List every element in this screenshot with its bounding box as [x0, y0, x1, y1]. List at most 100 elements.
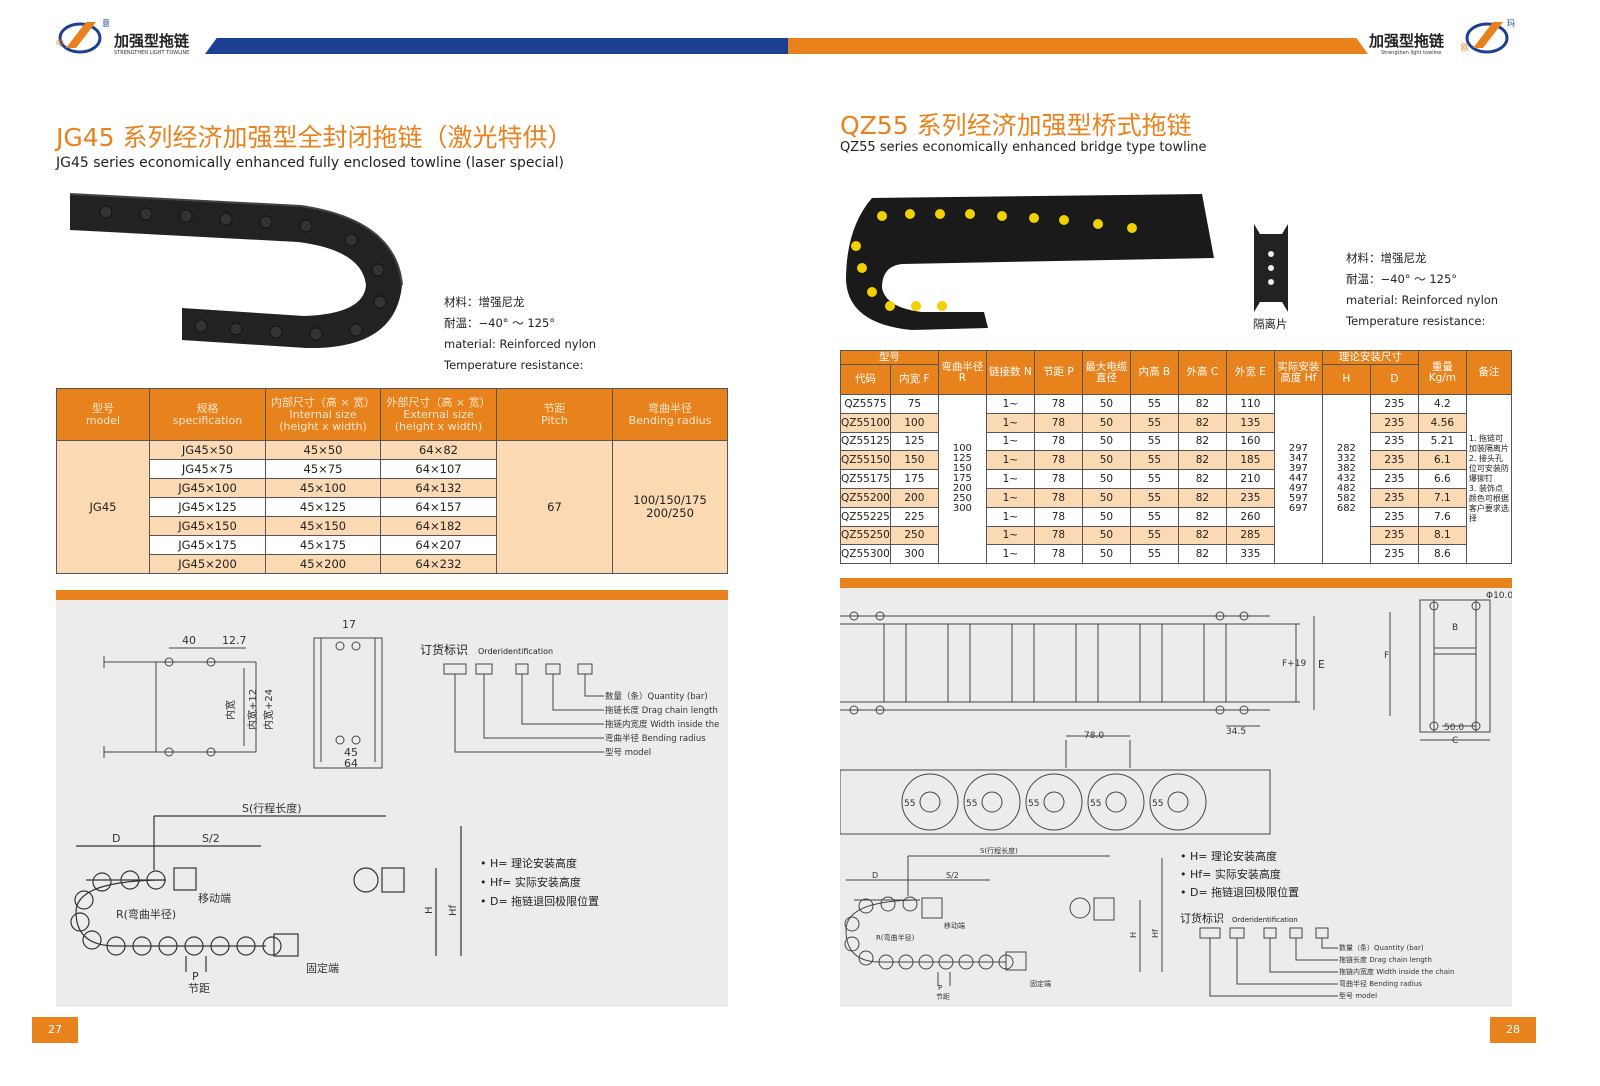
table-cell: 55: [1129, 469, 1179, 489]
left-page-number: 27: [32, 1017, 78, 1043]
th-outer-width: 外宽 E: [1225, 350, 1275, 395]
motion-pitch: 节距: [936, 993, 950, 1001]
table-cell: 50: [1081, 412, 1131, 433]
th-cable: 最大电缆直径: [1081, 350, 1131, 395]
table-cell: QZ55200: [840, 487, 891, 508]
th-pitch: 节距 P: [1033, 350, 1083, 395]
motion-fixed-end: 固定端: [306, 961, 339, 975]
order-line: 弯曲半径 Bending radius: [605, 733, 706, 744]
table-cell: 250: [889, 525, 939, 546]
logo-subtext: STRENGTHEN LIGHT TOWLINE: [114, 50, 190, 56]
table-cell: 55: [1129, 525, 1179, 546]
table-cell: 200: [889, 487, 939, 508]
table-cell: 64×182: [380, 516, 497, 536]
dim-40: 40: [182, 634, 196, 647]
left-section-bar: [56, 590, 728, 600]
header-blue-bar: [205, 38, 790, 54]
table-cell: 45×175: [265, 535, 381, 555]
table-cell: QZ55300: [840, 544, 891, 565]
table-cell: 1~: [985, 469, 1035, 489]
dim-f19: F+19: [1282, 659, 1306, 669]
qz55-spec-table: 型号 弯曲半径 R 链接数 N 节距 P 最大电缆直径 内高 B 外高 C 外宽…: [840, 350, 1513, 565]
order-title-en: Orderidentification: [478, 647, 553, 656]
order-line: 数量（条）Quantity (bar): [1339, 943, 1424, 952]
table-cell: 235: [1369, 469, 1419, 489]
table-cell: 7.1: [1417, 487, 1467, 508]
table-cell: 45×150: [265, 516, 381, 536]
table-cell: 110: [1225, 394, 1275, 414]
jg45-spec-table: 型号 model 规格 specification 内部尺寸（高 × 宽） In…: [56, 388, 728, 574]
order-title-en: Orderidentification: [1232, 916, 1298, 924]
separator-label: 隔离片: [1253, 317, 1288, 331]
table-cell: 185: [1225, 450, 1275, 471]
table-cell: 150: [889, 450, 939, 471]
table-cell: 260: [1225, 506, 1275, 527]
temp-en: Temperature resistance:: [1346, 314, 1486, 328]
note-line: • D= 拖链退回极限位置: [1180, 885, 1299, 899]
table-cell: 45×50: [265, 440, 381, 460]
table-cell: 235: [1369, 544, 1419, 565]
table-cell: 235: [1369, 450, 1419, 471]
temp-en: Temperature resistance:: [444, 358, 584, 372]
th-model-group: 型号: [840, 350, 939, 365]
dim-e: E: [1318, 658, 1325, 671]
table-cell: QZ55125: [840, 431, 891, 452]
motion-moving-end: 移动端: [198, 892, 231, 905]
table-cell: 1~: [985, 450, 1035, 471]
note-line: • H= 理论安装高度: [480, 856, 577, 870]
table-cell: 1~: [985, 394, 1035, 414]
table-cell: 78: [1033, 431, 1083, 452]
qz55-chain-photo: [846, 194, 1214, 330]
table-cell: JG45×50: [149, 440, 266, 460]
cell-radius: 100/150/175 200/250: [612, 440, 728, 574]
table-cell: 64×82: [380, 440, 497, 460]
motion-hf: Hf: [1151, 929, 1160, 938]
order-title: 订货标识: [420, 642, 468, 657]
link-label: 55: [966, 799, 977, 809]
motion-h: H: [424, 906, 435, 914]
table-cell: 78: [1033, 412, 1083, 433]
th-external: 外部尺寸（高 × 宽） External size (height x widt…: [380, 388, 497, 441]
dim-inner-width: 内宽: [224, 700, 237, 720]
table-cell: 78: [1033, 544, 1083, 565]
table-cell: 55: [1129, 412, 1179, 433]
table-cell: 1~: [985, 412, 1035, 433]
table-cell: 78: [1033, 525, 1083, 546]
th-links: 链接数 N: [985, 350, 1035, 395]
table-cell: 225: [889, 506, 939, 527]
table-cell: 82: [1177, 450, 1227, 471]
temp-cn: 耐温：−40° ～ 125°: [444, 316, 556, 330]
left-page-title: JG45 系列经济加强型全封闭拖链（激光特供）: [56, 123, 573, 152]
logo-char-2: 玛: [1507, 19, 1515, 28]
th-d: D: [1369, 364, 1419, 395]
table-cell: 82: [1177, 487, 1227, 508]
logo-char-1: 欧: [1461, 43, 1469, 52]
cell-model: JG45: [56, 440, 150, 574]
table-cell: 64×157: [380, 497, 497, 517]
th-theory-group: 理论安装尺寸: [1321, 350, 1419, 365]
table-cell: 50: [1081, 450, 1131, 471]
brand-logo-icon: [58, 22, 102, 54]
table-cell: QZ55225: [840, 506, 891, 527]
dim-34-5: 34.5: [1226, 727, 1246, 737]
th-model: 型号 model: [56, 388, 150, 441]
table-cell: 55: [1129, 506, 1179, 527]
dim-17: 17: [342, 618, 356, 631]
qz55-drawing-area: [840, 588, 1512, 1007]
table-cell: JG45×75: [149, 459, 266, 479]
table-cell: 78: [1033, 450, 1083, 471]
table-cell: 82: [1177, 506, 1227, 527]
table-cell: 1~: [985, 525, 1035, 546]
dim-12-7: 12.7: [222, 634, 247, 647]
dim-45: 45: [344, 746, 358, 759]
table-cell: 235: [1369, 487, 1419, 508]
order-line: 型号 model: [605, 748, 651, 758]
dim-78: 78.0: [1084, 731, 1104, 741]
table-cell: 64×107: [380, 459, 497, 479]
note-line: • Hf= 实际安装高度: [480, 875, 581, 889]
table-cell: 78: [1033, 469, 1083, 489]
table-cell: 235: [1369, 525, 1419, 546]
table-cell: 50: [1081, 487, 1131, 508]
link-label: 55: [1028, 799, 1039, 809]
logo-text: 加强型拖链: [1369, 32, 1445, 50]
